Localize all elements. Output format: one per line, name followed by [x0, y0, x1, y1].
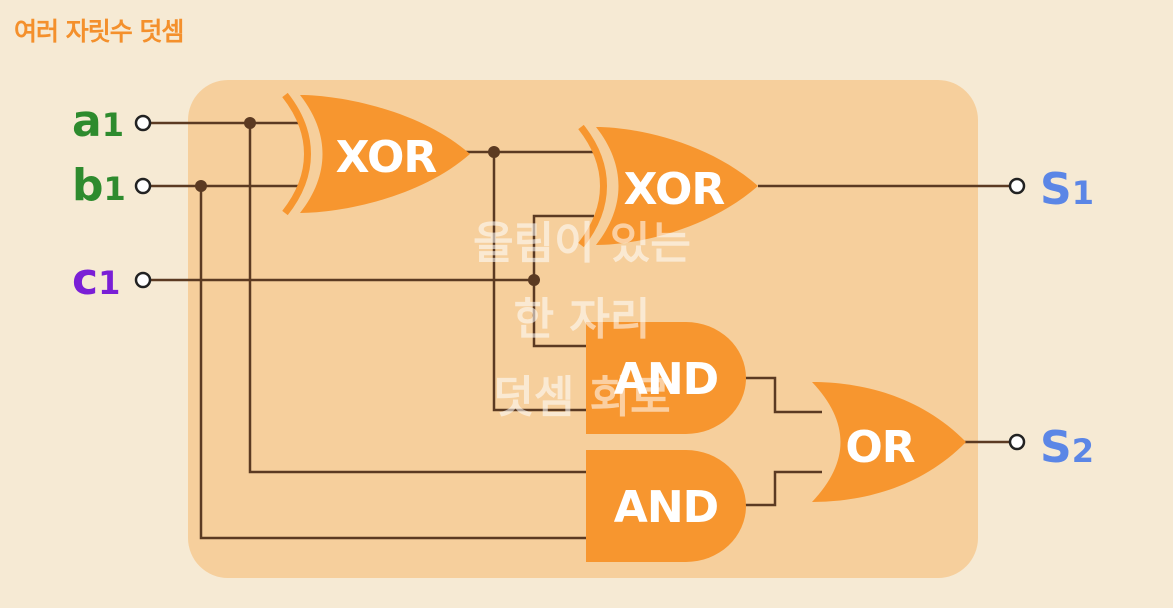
- junction-c1: [528, 274, 540, 286]
- wire-and1-to-or: [744, 376, 822, 414]
- output-s1-sub: 1: [1072, 174, 1094, 212]
- terminal-b1: [134, 177, 152, 195]
- wires: [150, 121, 1012, 540]
- wire-a1-to-and2: [248, 123, 590, 474]
- output-label-s2: S2: [1040, 422, 1094, 473]
- terminal-s1: [1008, 177, 1026, 195]
- terminal-s2: [1008, 433, 1026, 451]
- wire-xor1-to-and1: [492, 152, 590, 412]
- overlay-line-1: 올림이 있는: [473, 218, 691, 269]
- overlay-caption: 올림이 있는 한 자리 덧셈 회로: [473, 218, 691, 423]
- or-gate-label: OR: [845, 422, 914, 473]
- and-gate-2-label: AND: [614, 482, 718, 533]
- junction-b1: [195, 180, 207, 192]
- junction-a1: [244, 117, 256, 129]
- terminal-a1: [134, 114, 152, 132]
- junction-xor1: [488, 146, 500, 158]
- terminal-c1: [134, 271, 152, 289]
- input-a1-letter: a: [72, 96, 102, 147]
- xor-gate-1-label: XOR: [336, 132, 437, 183]
- xor-gate-2: XOR: [578, 124, 758, 248]
- wire-c1-to-xor2: [532, 214, 594, 280]
- page-title: 여러 자릿수 덧셈: [14, 17, 184, 46]
- input-label-a1: a1: [72, 96, 124, 147]
- input-b1-sub: 1: [104, 170, 126, 208]
- input-label-b1: b1: [72, 160, 126, 211]
- wire-c1-to-and1: [532, 280, 590, 348]
- junctions: [195, 117, 540, 286]
- input-label-c1: c1: [72, 254, 120, 305]
- and-gate-1-label: AND: [614, 354, 718, 405]
- and-gate-1: AND: [586, 322, 746, 434]
- output-s1-letter: S: [1040, 164, 1072, 215]
- circuit-panel: [188, 80, 978, 578]
- input-c1-letter: c: [72, 254, 98, 305]
- overlay-line-3: 덧셈 회로: [493, 372, 670, 423]
- output-s2-sub: 2: [1072, 432, 1094, 470]
- or-gate: OR: [812, 382, 966, 502]
- xor-gate-2-label: XOR: [624, 164, 725, 215]
- overlay-line-2: 한 자리: [514, 294, 651, 345]
- input-c1-sub: 1: [98, 264, 120, 302]
- input-b1-letter: b: [72, 160, 104, 211]
- output-s2-letter: S: [1040, 422, 1072, 473]
- input-a1-sub: 1: [102, 106, 124, 144]
- and-gate-2: AND: [586, 450, 746, 562]
- output-label-s1: S1: [1040, 164, 1094, 215]
- wire-b1-to-and2: [199, 186, 590, 540]
- xor-gate-1: XOR: [282, 92, 470, 216]
- wire-and2-to-or: [744, 470, 822, 507]
- terminals: [134, 114, 1026, 451]
